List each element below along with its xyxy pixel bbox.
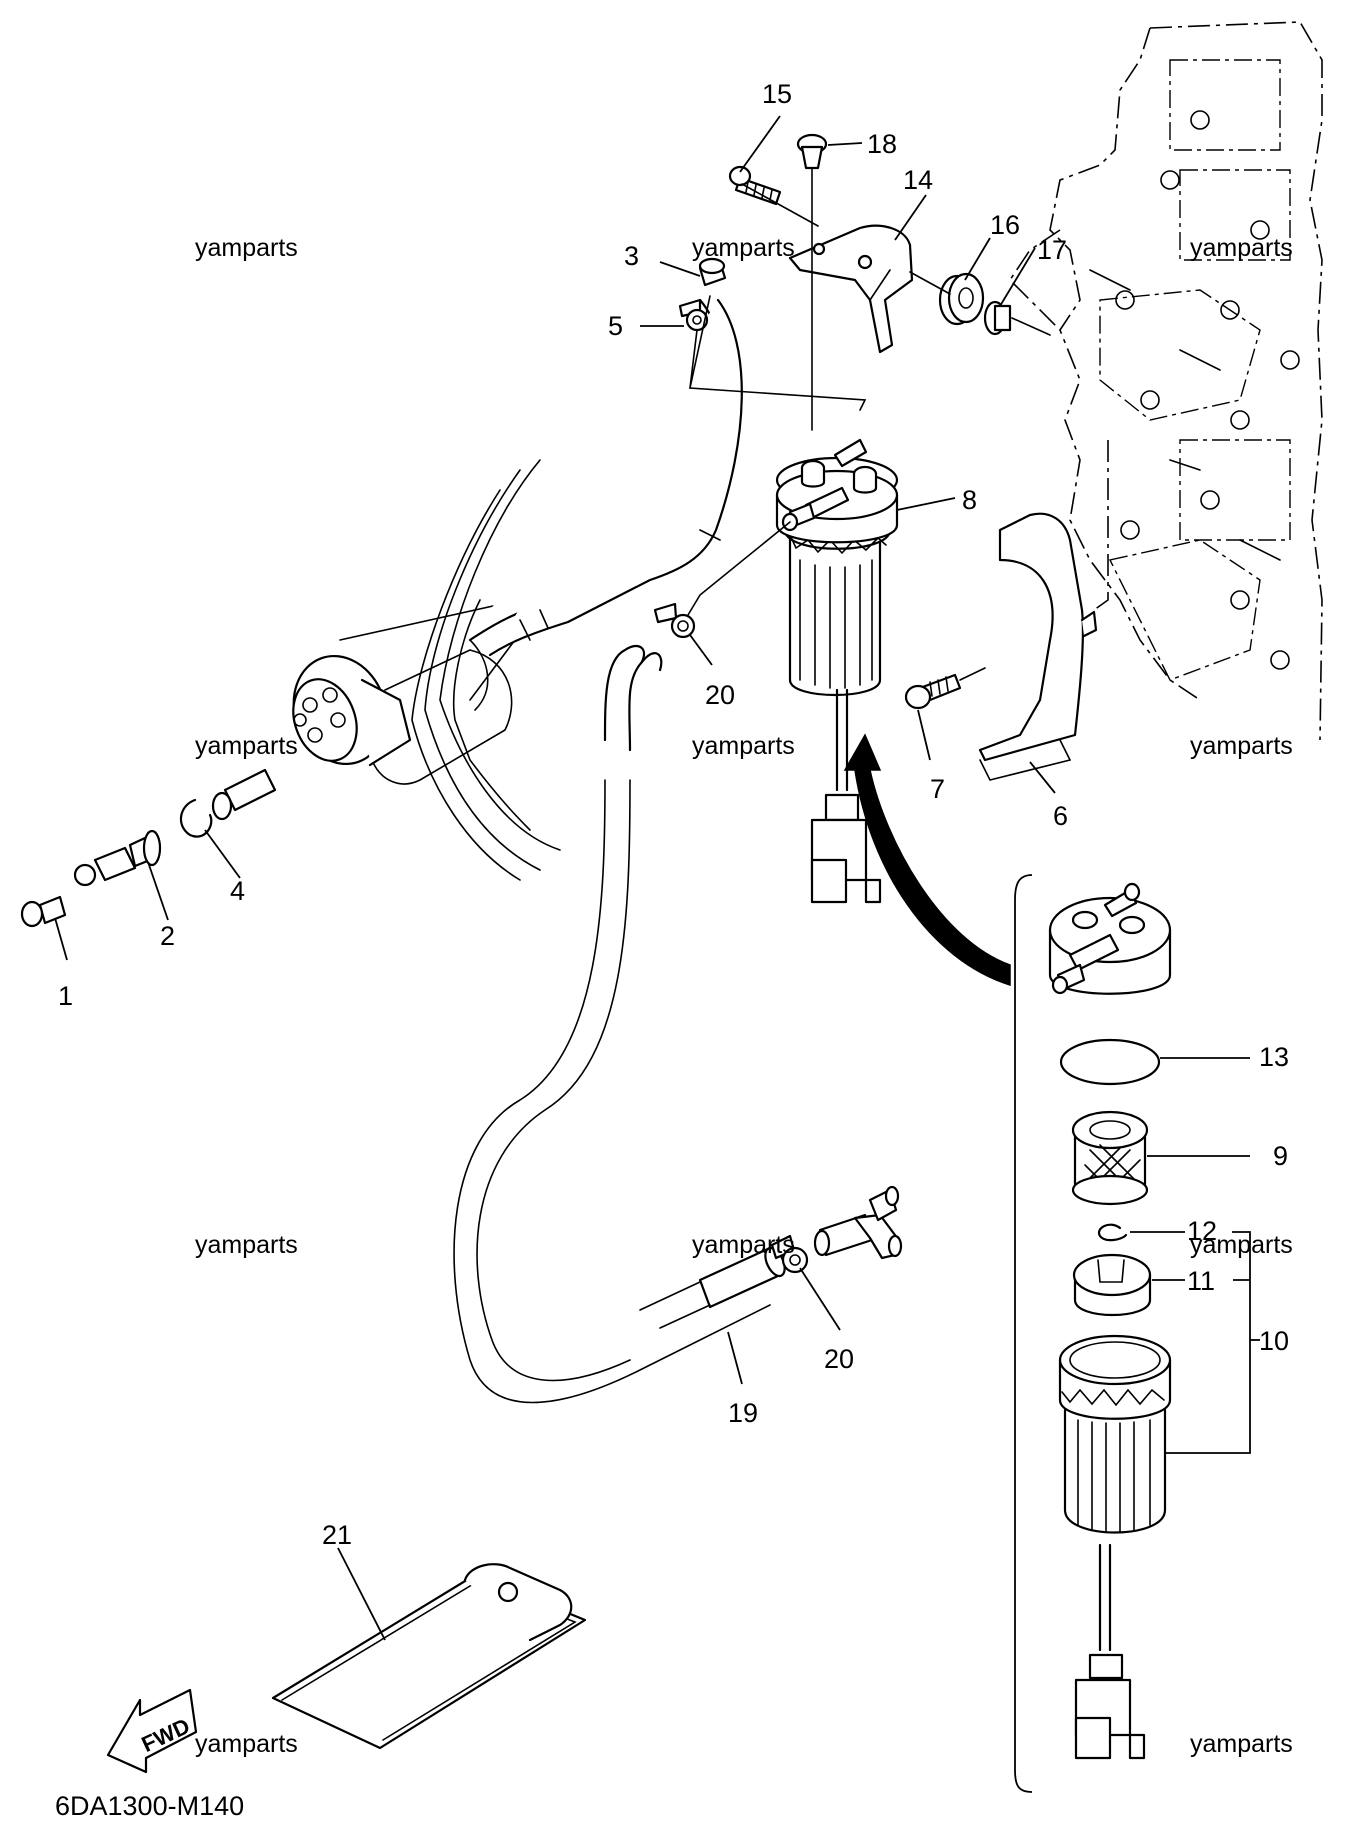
outboard-housing-outline [339, 459, 561, 881]
callout-3: 3 [624, 241, 639, 271]
diagram-code: 6DA1300-M140 [55, 1791, 244, 1821]
part-6-bracket [978, 512, 1098, 781]
callout-17: 17 [1037, 235, 1067, 265]
part-19-hose [453, 644, 786, 1404]
exploded-view-arrow [843, 733, 1011, 987]
part-13-o-ring [1059, 1038, 1161, 1086]
callout-20a: 20 [705, 680, 735, 710]
callout-11: 11 [1187, 1266, 1215, 1296]
watermark: yamparts [195, 1231, 298, 1259]
callout-10: 10 [1259, 1326, 1289, 1356]
callout-4: 4 [230, 876, 245, 906]
part-20-clip-upper [653, 602, 696, 639]
part-7-bolt [904, 667, 986, 710]
t-joint-fitting [813, 1185, 903, 1260]
callout-19: 19 [728, 1398, 758, 1428]
part-14-bracket [788, 224, 914, 354]
watermark: yamparts [195, 732, 298, 760]
watermark: yamparts [692, 234, 795, 262]
callout-15: 15 [762, 79, 792, 109]
part-8-fuel-filter [775, 438, 899, 904]
callout-20b: 20 [824, 1344, 854, 1374]
watermark: yamparts [195, 1730, 298, 1758]
fuel-connector-assembly [211, 654, 412, 821]
exploded-view-bracket [1014, 874, 1033, 1793]
exploded-filter-cap [1048, 882, 1172, 995]
part-5-clip [678, 298, 709, 332]
part-12-circlip [1097, 1223, 1128, 1242]
part-20-clip-lower [770, 1234, 809, 1274]
callout-18: 18 [867, 129, 897, 159]
part-15-bolt [728, 165, 782, 206]
callout-12: 12 [1187, 1216, 1217, 1246]
part-2-joint [73, 829, 162, 887]
fuel-hose-upper [468, 298, 743, 657]
fwd-arrow-icon: FWD [106, 1688, 198, 1774]
part-16-grommet [938, 272, 985, 326]
part-11-cap [1072, 1253, 1152, 1316]
callout-7: 7 [930, 774, 945, 804]
engine-block-outline [1008, 21, 1323, 741]
part-10-filter-bowl [1058, 1334, 1172, 1760]
callout-14: 14 [903, 165, 933, 195]
callout-5: 5 [608, 311, 623, 341]
part-3-joint [698, 257, 727, 287]
callout-6: 6 [1053, 801, 1068, 831]
watermark: yamparts [1190, 234, 1293, 262]
part-1-plug [20, 895, 67, 928]
part-4-clip [179, 798, 213, 838]
assembly-centerlines [689, 167, 1051, 431]
part-21-tool-pouch [271, 1563, 587, 1750]
watermarks: yamparts yamparts yamparts yamparts yamp… [195, 234, 1293, 1758]
part-18-bolt [796, 133, 828, 170]
watermark: yamparts [1190, 1231, 1293, 1259]
watermark: yamparts [692, 732, 795, 760]
callout-labels: 1 2 3 4 5 6 7 8 9 10 11 12 13 14 15 16 1… [58, 79, 1289, 1550]
watermark: yamparts [692, 1231, 795, 1259]
callout-1: 1 [58, 981, 73, 1011]
part-17-collar [983, 300, 1012, 336]
callout-2: 2 [160, 921, 175, 951]
callout-21: 21 [322, 1520, 352, 1550]
watermark: yamparts [1190, 1730, 1293, 1758]
callout-13: 13 [1259, 1042, 1289, 1072]
watermark: yamparts [195, 234, 298, 262]
watermark: yamparts [1190, 732, 1293, 760]
callout-16: 16 [990, 210, 1020, 240]
part-9-filter-element [1071, 1110, 1149, 1206]
fuel-hose-to-clip [687, 521, 791, 616]
leader-lines [54, 115, 1260, 1641]
callout-8: 8 [962, 485, 977, 515]
callout-9: 9 [1273, 1141, 1288, 1171]
